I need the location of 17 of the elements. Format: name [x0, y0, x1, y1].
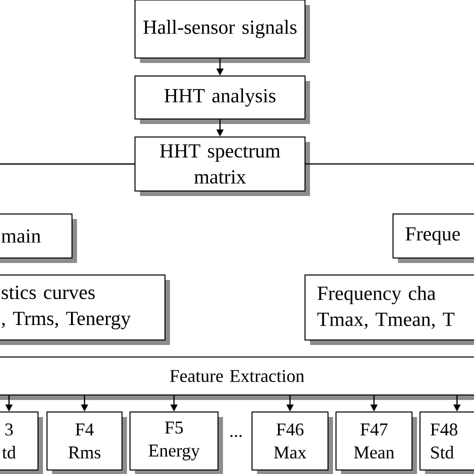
process-box: HHT analysis [134, 76, 310, 124]
feature-box: F48 Std [420, 412, 474, 474]
connector-line [0, 163, 134, 165]
process-box: stics curves , Trms, Tenergy [0, 274, 170, 345]
process-box: Freque [392, 214, 474, 263]
feature-box: F47 Mean [336, 412, 417, 474]
process-box: Hall-sensor signals [134, 0, 310, 63]
feature-box: F4 Rms [46, 412, 127, 474]
connector-line [306, 163, 474, 165]
feature-box: 3 td [0, 412, 43, 474]
feature-box: F46 Max [252, 412, 333, 474]
feature-box: F5 Energy [130, 412, 223, 474]
process-band: Feature Extraction [0, 356, 474, 400]
process-box: main [0, 214, 77, 263]
process-box: Frequency cha Tmax, Tmean, T [304, 274, 474, 345]
process-box: HHT spectrum matrix [134, 136, 310, 196]
ellipsis: ... [230, 434, 242, 438]
